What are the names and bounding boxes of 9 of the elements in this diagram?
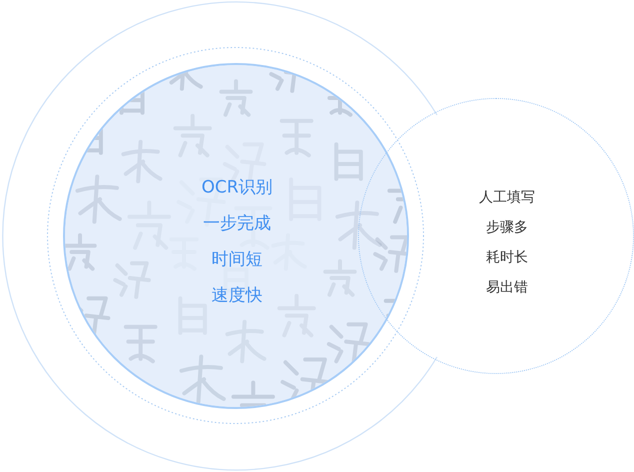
text-line: 易出错 — [486, 279, 528, 297]
text-line: 一步完成 — [203, 213, 271, 235]
text-line: OCR识别 — [201, 177, 273, 199]
text-line: 速度快 — [212, 285, 262, 307]
dotted-circle — [358, 98, 634, 374]
text-line: 时间短 — [212, 249, 262, 271]
text-line: 步骤多 — [486, 219, 528, 237]
text-line: 人工填写 — [479, 189, 535, 207]
text-line: 耗时长 — [486, 249, 528, 267]
